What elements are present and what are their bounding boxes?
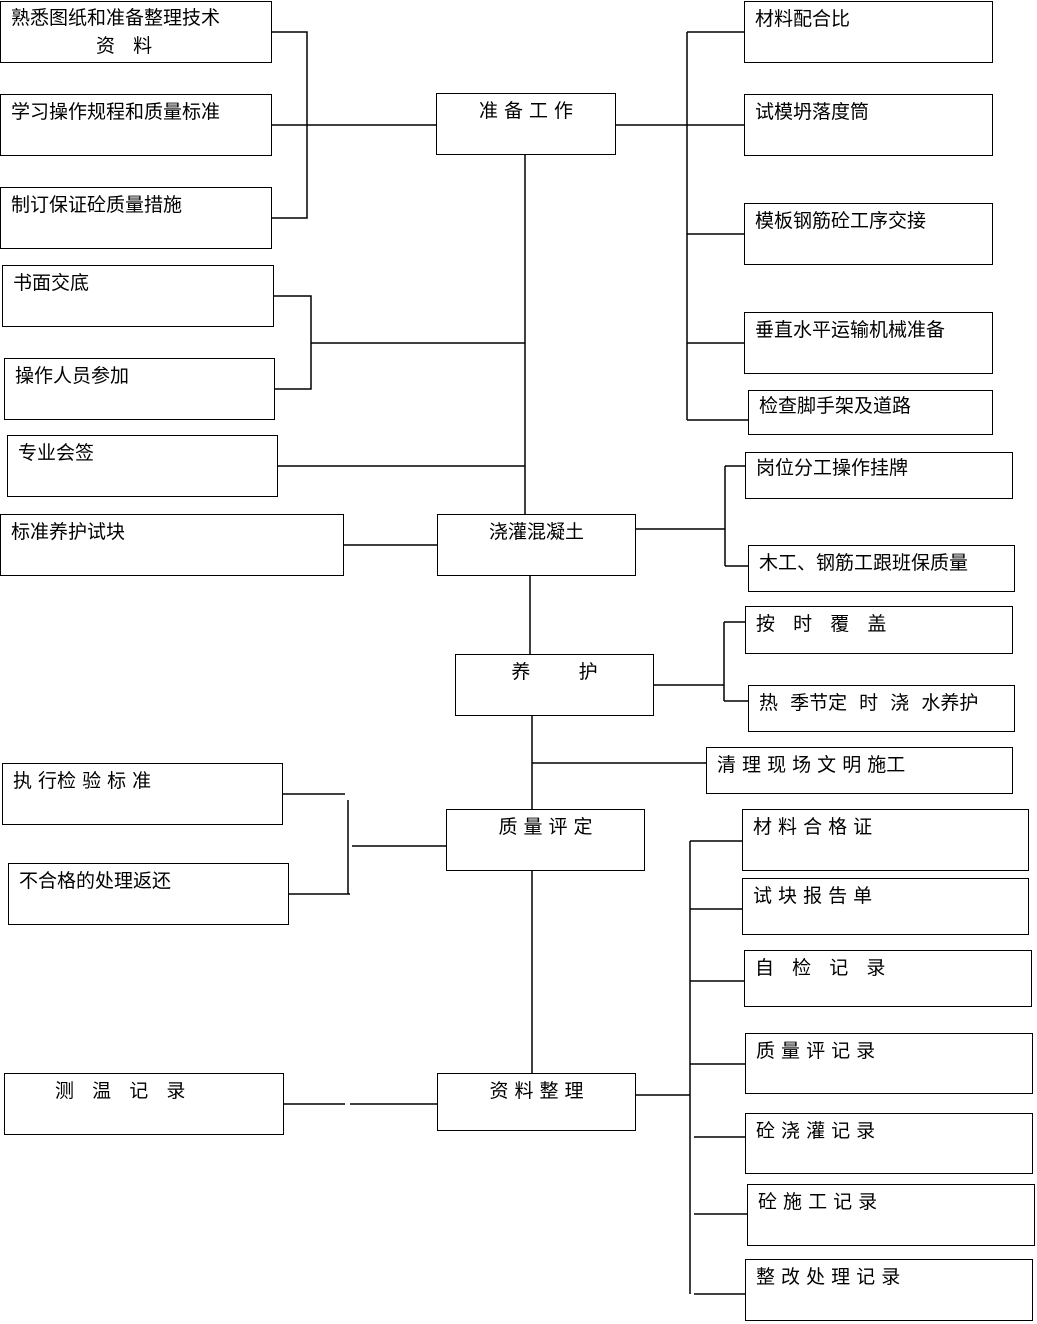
main-docs-label: 资 料 整 理 bbox=[489, 1080, 584, 1102]
left-box-temperature-record: 测 温 记 录 bbox=[4, 1073, 284, 1135]
inspection-standard-label: 执 行检 验 标 准 bbox=[13, 770, 152, 792]
right-box-material-cert: 材 料 合 格 证 bbox=[742, 809, 1029, 871]
right-box-shift-quality: 木工、钢筋工跟班保质量 bbox=[748, 545, 1015, 592]
right-box-transport-machinery: 垂直水平运输机械准备 bbox=[744, 312, 993, 374]
quality-record-label: 质 量 评 记 录 bbox=[756, 1040, 876, 1062]
specimen-report-label: 试 块 报 告 单 bbox=[753, 885, 873, 907]
main-box-quality: 质 量 评 定 bbox=[446, 809, 645, 871]
right-box-self-check: 自 检 记 录 bbox=[744, 950, 1032, 1007]
site-cleanup-label: 清 理 现 场 文 明 施工 bbox=[717, 754, 906, 776]
right-box-cover-on-time: 按 时 覆 盖 bbox=[745, 606, 1013, 654]
study-drawings-line2: 资 料 bbox=[96, 35, 153, 57]
countersign-label: 专业会签 bbox=[18, 442, 95, 464]
operators-join-label: 操作人员参加 bbox=[15, 365, 130, 387]
standard-specimen-label: 标准养护试块 bbox=[11, 521, 126, 543]
construction-record-label: 砼 施 工 记 录 bbox=[758, 1191, 878, 1213]
right-box-slump-cone: 试模坍落度筒 bbox=[744, 94, 993, 156]
mix-ratio-label: 材料配合比 bbox=[755, 8, 851, 30]
material-cert-label: 材 料 合 格 证 bbox=[753, 816, 873, 838]
main-quality-label: 质 量 评 定 bbox=[498, 816, 593, 838]
post-assignment-label: 岗位分工操作挂牌 bbox=[756, 457, 909, 479]
right-box-rectification-record: 整 改 处 理 记 录 bbox=[745, 1259, 1033, 1321]
transport-machinery-label: 垂直水平运输机械准备 bbox=[755, 319, 946, 341]
main-pour-label: 浇灌混凝土 bbox=[488, 521, 584, 543]
slump-cone-label: 试模坍落度筒 bbox=[755, 101, 870, 123]
scaffold-check-label: 检查脚手架及道路 bbox=[759, 395, 912, 417]
left-box-nonconforming: 不合格的处理返还 bbox=[8, 863, 289, 925]
right-box-site-cleanup: 清 理 现 场 文 明 施工 bbox=[706, 747, 1013, 794]
temperature-record-label: 测 温 记 录 bbox=[55, 1080, 186, 1102]
left-box-quality-measures: 制订保证砼质量措施 bbox=[0, 187, 272, 249]
right-box-specimen-report: 试 块 报 告 单 bbox=[742, 878, 1029, 935]
quality-measures-label: 制订保证砼质量措施 bbox=[11, 194, 183, 216]
cover-on-time-label: 按 时 覆 盖 bbox=[756, 613, 887, 635]
right-box-pour-record: 砼 浇 灌 记 录 bbox=[745, 1113, 1033, 1174]
left-box-study-rules: 学习操作规程和质量标准 bbox=[0, 94, 272, 156]
main-box-pour: 浇灌混凝土 bbox=[437, 514, 636, 576]
study-rules-label: 学习操作规程和质量标准 bbox=[11, 101, 221, 123]
main-box-cure: 养 护 bbox=[455, 654, 654, 716]
written-briefing-label: 书面交底 bbox=[13, 272, 90, 294]
left-box-study-drawings: 熟悉图纸和准备整理技术 资 料 bbox=[0, 1, 272, 63]
right-box-scaffold-check: 检查脚手架及道路 bbox=[748, 390, 993, 435]
nonconforming-label: 不合格的处理返还 bbox=[19, 870, 172, 892]
left-box-inspection-standard: 执 行检 验 标 准 bbox=[2, 763, 283, 825]
self-check-label: 自 检 记 录 bbox=[755, 957, 886, 979]
left-box-written-briefing: 书面交底 bbox=[2, 265, 274, 327]
main-prep-label: 准 备 工 作 bbox=[478, 100, 574, 122]
right-box-hot-season-water: 热 季节定 时 浇 水养护 bbox=[748, 685, 1015, 732]
shift-quality-label: 木工、钢筋工跟班保质量 bbox=[759, 552, 969, 574]
hot-season-water-label: 热 季节定 时 浇 水养护 bbox=[759, 692, 979, 714]
rectification-record-label: 整 改 处 理 记 录 bbox=[756, 1266, 901, 1288]
study-drawings-line1: 熟悉图纸和准备整理技术 bbox=[11, 7, 221, 29]
main-cure-label: 养 护 bbox=[511, 661, 598, 683]
right-box-post-assignment: 岗位分工操作挂牌 bbox=[745, 452, 1013, 499]
right-box-handover: 模板钢筋砼工序交接 bbox=[744, 203, 993, 265]
right-box-mix-ratio: 材料配合比 bbox=[744, 1, 993, 63]
left-box-operators-join: 操作人员参加 bbox=[4, 358, 275, 420]
handover-label: 模板钢筋砼工序交接 bbox=[755, 210, 927, 232]
main-box-docs: 资 料 整 理 bbox=[437, 1073, 636, 1131]
left-box-countersign: 专业会签 bbox=[7, 435, 278, 497]
right-box-quality-record: 质 量 评 记 录 bbox=[745, 1033, 1033, 1094]
left-box-standard-specimen: 标准养护试块 bbox=[0, 514, 344, 576]
right-box-construction-record: 砼 施 工 记 录 bbox=[747, 1184, 1035, 1246]
main-box-prep: 准 备 工 作 bbox=[436, 93, 616, 155]
pour-record-label: 砼 浇 灌 记 录 bbox=[756, 1120, 876, 1142]
